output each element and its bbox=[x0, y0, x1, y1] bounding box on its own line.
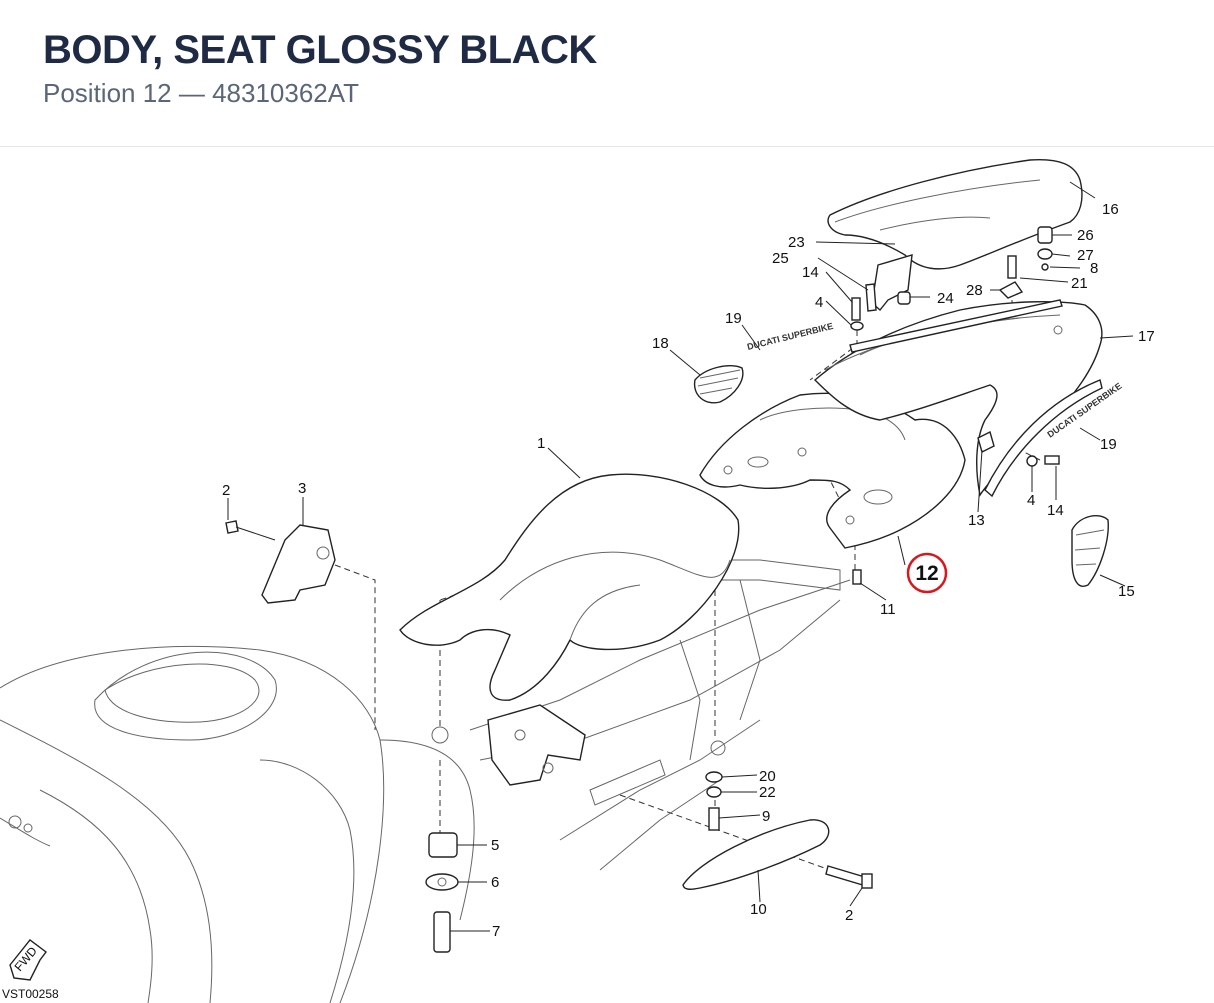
callout-5: 5 bbox=[491, 837, 499, 854]
callout-4-upper: 4 bbox=[815, 294, 823, 311]
callout-7: 7 bbox=[492, 923, 500, 940]
callout-26: 26 bbox=[1077, 227, 1094, 244]
callout-19-upper: 19 bbox=[725, 310, 742, 327]
exploded-parts-diagram: DUCATI SUPERBIKE DUCATI SUPERBIKE 1 2 3 … bbox=[0, 148, 1214, 1003]
callout-20: 20 bbox=[759, 768, 776, 785]
callout-11: 11 bbox=[880, 601, 896, 618]
page-header: BODY, SEAT GLOSSY BLACK Position 12 — 48… bbox=[0, 0, 1214, 147]
callout-24: 24 bbox=[937, 290, 954, 307]
rider-seat-part-1 bbox=[399, 473, 740, 701]
passenger-seat-part-16 bbox=[827, 158, 1083, 270]
callout-4-lower: 4 bbox=[1027, 492, 1035, 509]
hardware-parts bbox=[9, 226, 1109, 981]
leader-lines bbox=[227, 181, 1134, 932]
callout-12-highlight: 12 bbox=[906, 552, 948, 594]
callout-18: 18 bbox=[652, 335, 669, 352]
callout-19-lower: 19 bbox=[1100, 436, 1117, 453]
fuel-tank-drawing bbox=[0, 645, 475, 1003]
brand-text-upper: DUCATI SUPERBIKE bbox=[746, 321, 834, 352]
callout-14-lower: 14 bbox=[1047, 502, 1064, 519]
tail-cover-part-12 bbox=[699, 392, 966, 549]
callout-21: 21 bbox=[1071, 275, 1088, 292]
callout-22: 22 bbox=[759, 784, 776, 801]
callout-9: 9 bbox=[762, 808, 770, 825]
callout-1: 1 bbox=[537, 435, 545, 452]
callout-25: 25 bbox=[772, 250, 789, 267]
callout-3: 3 bbox=[298, 480, 306, 497]
callout-28: 28 bbox=[966, 282, 983, 299]
drawing-code: VST00258 bbox=[2, 987, 59, 1001]
callout-13: 13 bbox=[968, 512, 985, 529]
callout-23: 23 bbox=[788, 234, 805, 251]
callout-15: 15 bbox=[1118, 583, 1135, 600]
page-subtitle: Position 12 — 48310362AT bbox=[43, 78, 360, 108]
callout-2-right: 2 bbox=[845, 907, 853, 924]
callout-labels: 1 2 3 4 5 6 7 8 9 10 11 12 13 14 15 16 1… bbox=[222, 201, 1155, 940]
callout-8: 8 bbox=[1090, 260, 1098, 277]
callout-16: 16 bbox=[1102, 201, 1119, 218]
callout-10: 10 bbox=[750, 901, 767, 918]
callout-14-upper: 14 bbox=[802, 264, 819, 281]
subframe-drawing bbox=[431, 559, 851, 871]
callout-27: 27 bbox=[1077, 247, 1094, 264]
callout-12: 12 bbox=[915, 562, 938, 585]
callout-6: 6 bbox=[491, 874, 499, 891]
callout-17: 17 bbox=[1138, 328, 1155, 345]
callout-2-left: 2 bbox=[222, 482, 230, 499]
page-title: BODY, SEAT GLOSSY BLACK bbox=[43, 28, 597, 72]
